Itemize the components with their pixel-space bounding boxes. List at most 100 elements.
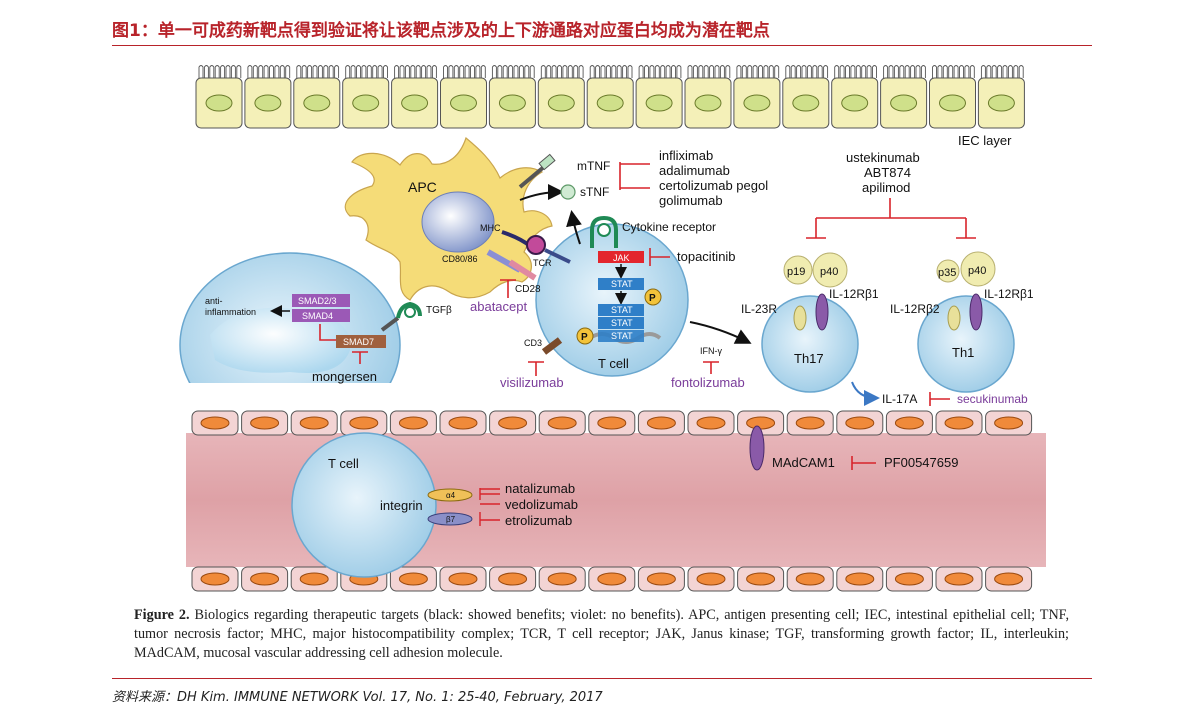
endothelial-cell: [290, 566, 338, 592]
th17-label: Th17: [794, 351, 824, 366]
endothelial-cell: [538, 566, 586, 592]
epithelial-cell: [537, 65, 585, 129]
il12rb1-label-th17: IL-12Rβ1: [829, 287, 879, 301]
drug-natalizumab: natalizumab: [505, 481, 575, 496]
epithelial-cell: [586, 65, 634, 129]
anti-inflammation-label-2: inflammation: [205, 307, 256, 317]
stat-label-1: STAT: [611, 279, 633, 289]
figure-caption-label: Figure 2.: [134, 607, 190, 623]
mhc-label: MHC: [480, 223, 501, 233]
drug-secukinumab: secukinumab: [957, 392, 1028, 406]
endothelium-top: [191, 410, 1033, 436]
drug-certolizumab-pegol: certolizumab pegol: [659, 178, 768, 193]
il17a-arrow: [851, 381, 880, 406]
endothelial-cell: [489, 410, 537, 436]
endothelial-cell: [290, 410, 338, 436]
jak-box: [598, 251, 644, 263]
phosphate-label-2: P: [581, 332, 588, 343]
endothelial-cell: [241, 410, 289, 436]
endothelial-cell: [985, 566, 1033, 592]
il23r-label: IL-23R: [741, 302, 777, 316]
il17a-label: IL-17A: [882, 392, 917, 406]
smad23-label: SMAD2/3: [298, 296, 337, 306]
apc-label: APC: [408, 179, 437, 195]
stat-box-1: [598, 278, 644, 290]
t-cell-label: T cell: [598, 356, 629, 371]
tgfb-receptor: [380, 301, 422, 332]
endothelial-cell: [389, 410, 437, 436]
endothelial-cell: [836, 410, 884, 436]
drug-topacitinib: topacitinib: [677, 249, 736, 264]
drug-visilizumab: visilizumab: [500, 375, 564, 390]
p40-molecule-th17: [812, 252, 848, 288]
source-citation: 资料来源：DH Kim. IMMUNE NETWORK Vol. 17, No.…: [112, 690, 603, 705]
mtnf-stalk: [518, 164, 547, 189]
phosphate-2: [576, 327, 594, 345]
stat-box-2: [598, 304, 644, 316]
jak-label: JAK: [613, 253, 630, 263]
il12rb2-receptor: [947, 305, 961, 331]
drug-infliximab: infliximab: [659, 148, 713, 163]
epithelial-cell: [342, 65, 390, 129]
il12rb1-receptor-th1: [969, 293, 983, 331]
phosphate-1: [644, 288, 662, 306]
phosphate-label-1: P: [649, 293, 656, 304]
smad4-box: [292, 309, 350, 322]
cd28-label: CD28: [515, 284, 541, 295]
endothelial-cell: [340, 410, 388, 436]
iec-layer: [195, 65, 1025, 129]
cytokine-receptor-label: Cytokine receptor: [622, 220, 716, 234]
madcam1-label: MAdCAM1: [772, 455, 835, 470]
endothelial-cell: [637, 566, 685, 592]
drug-pf00547659: PF00547659: [884, 455, 958, 470]
therapeutic-targets-diagram: IEC layer APC MHC CD80/86 mTNF sTNF infl…: [179, 65, 1046, 592]
drug-apilimod: apilimod: [862, 180, 910, 195]
p35-label: p35: [938, 267, 956, 279]
il12rb1-receptor-th17: [815, 293, 829, 331]
drug-mongersen: mongersen: [312, 369, 377, 384]
epithelial-cell: [440, 65, 487, 129]
epithelial-cell: [244, 65, 292, 129]
p40-label-th17: p40: [820, 266, 838, 278]
p35-molecule: [936, 259, 960, 283]
smad7-box: [336, 335, 386, 348]
smad4-label: SMAD4: [302, 311, 333, 321]
endothelial-cell: [637, 410, 685, 436]
il23r-receptor: [793, 305, 807, 331]
cd3-molecule: [541, 337, 563, 355]
stat-box-3: [598, 317, 644, 329]
cd3-label: CD3: [524, 338, 542, 348]
epithelial-cell: [880, 65, 928, 129]
abatacept-inhibitor: [500, 279, 516, 298]
alpha4-label: α4: [446, 491, 456, 500]
epithelial-cell: [733, 65, 781, 129]
endothelial-cell: [786, 566, 834, 592]
endothelial-cell: [439, 566, 487, 592]
p19-label: p19: [787, 266, 805, 278]
tgfb-label: TGFβ: [426, 305, 452, 316]
endothelial-cell: [538, 410, 586, 436]
t-cell-tnf-arrow: [566, 210, 582, 245]
stat-label-2: STAT: [611, 305, 633, 315]
epithelial-cell: [684, 65, 732, 129]
il12rb2-label: IL-12Rβ2: [890, 302, 940, 316]
stat-label-4: STAT: [611, 331, 633, 341]
stat-label-3: STAT: [611, 318, 633, 328]
footer-divider: [112, 678, 1092, 679]
endothelial-cell: [935, 410, 983, 436]
epithelial-cell: [929, 65, 976, 129]
page-title: 图1：单一可成药新靶点得到验证将让该靶点涉及的上下游通路对应蛋白均成为潜在靶点: [112, 21, 770, 41]
anti-inflammation-label-1: anti-: [205, 296, 223, 306]
endothelial-cell: [737, 410, 785, 436]
th17-cell: [761, 295, 859, 393]
endothelial-cell: [935, 566, 983, 592]
p40-label-th1: p40: [968, 265, 986, 277]
stnf-label: sTNF: [580, 185, 609, 199]
madcam1-molecule: [749, 425, 765, 471]
endothelial-cell: [241, 566, 289, 592]
stat-box-4: [598, 330, 644, 342]
integrin-inhibitors: [479, 488, 500, 526]
integrin-label: integrin: [380, 498, 423, 513]
figure-caption: Figure 2. Biologics regarding therapeuti…: [134, 606, 1069, 663]
endothelial-cell: [191, 410, 239, 436]
